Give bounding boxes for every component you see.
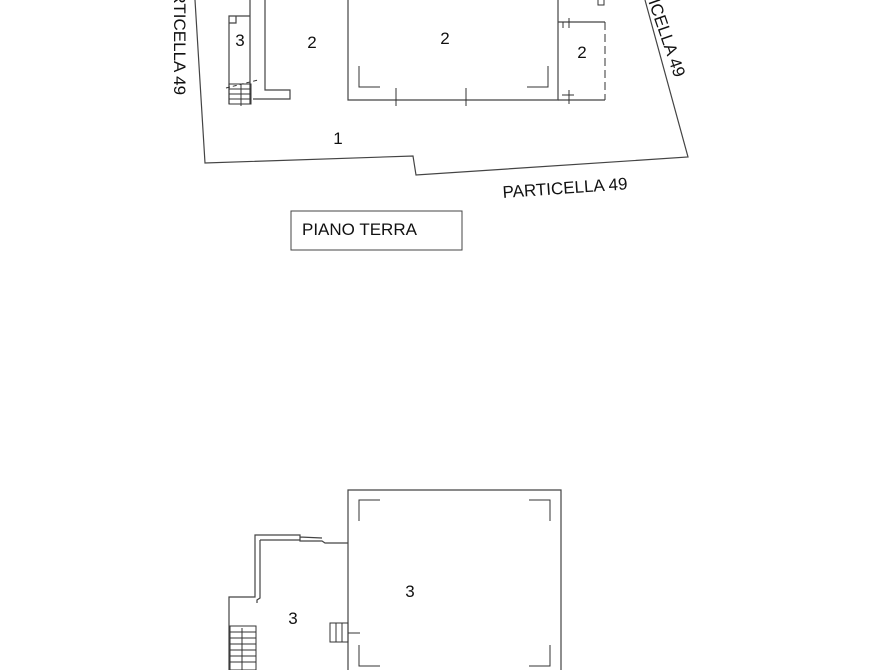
lot-boundary	[194, 0, 689, 176]
side-room-walls	[558, 21, 605, 101]
staircase	[229, 625, 257, 670]
small-steps	[329, 622, 360, 643]
column-brackets	[358, 66, 549, 106]
ground-floor-plan: 3 2 2 2 1 PARTICELLA 49 PARTICELLA 49 PA…	[170, 0, 689, 251]
boundary-label-bottom: PARTICELLA 49	[502, 174, 628, 202]
room-number: 3	[405, 582, 414, 601]
boundary-label-left: PARTICELLA 49	[170, 0, 189, 95]
room-number: 2	[307, 33, 316, 52]
upper-floor-plan: 3 3	[228, 489, 562, 670]
staircase	[225, 79, 259, 106]
boundary-label-right: PARTICELLA 49	[630, 0, 689, 80]
room-number: 2	[577, 43, 586, 62]
plan-title: PIANO TERRA	[302, 220, 418, 239]
stair-room-walls	[228, 0, 291, 104]
column-brackets	[358, 499, 551, 667]
side-room-marks	[562, 0, 605, 104]
room-number: 3	[235, 31, 244, 50]
main-room-walls	[347, 489, 562, 670]
plan-title-box	[290, 210, 463, 251]
room-number: 3	[288, 609, 297, 628]
room-number: 1	[333, 129, 342, 148]
room-number: 2	[440, 29, 449, 48]
main-room-walls	[347, 0, 559, 101]
annex-walls	[228, 534, 348, 670]
